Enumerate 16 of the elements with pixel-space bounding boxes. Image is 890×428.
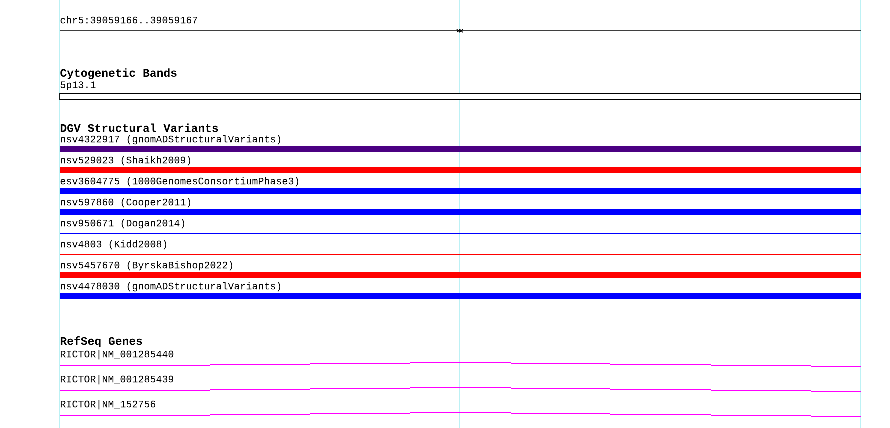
feature-label: nsv529023 (Shaikh2009)	[61, 156, 191, 166]
feature-label: nsv5457670 (ByrskaBishop2022)	[61, 261, 233, 271]
track-title: RefSeq Genes	[60, 336, 142, 348]
feature-label: nsv950671 (Dogan2014)	[61, 219, 185, 229]
feature-label: nsv4322917 (gnomADStructuralVariants)	[61, 135, 281, 145]
feature-label: RICTOR|NM_152756	[60, 400, 156, 410]
feature-label: RICTOR|NM_001285440	[60, 350, 174, 360]
feature-label: esv3604775 (1000GenomesConsortiumPhase3)	[60, 177, 299, 187]
feature-label: nsv4803 (Kidd2008)	[61, 240, 167, 250]
feature-label: nsv597860 (Cooper2011)	[61, 198, 191, 208]
feature-label: RICTOR|NM_001285439	[60, 375, 174, 385]
coordinate-label: chr5:39059166..39059167	[60, 16, 198, 24]
track-title: Cytogenetic Bands	[60, 68, 177, 80]
feature-label: nsv4478030 (gnomADStructuralVariants)	[61, 282, 281, 292]
feature-label: 5p13.1	[60, 82, 96, 90]
track-title: DGV Structural Variants	[60, 124, 218, 132]
